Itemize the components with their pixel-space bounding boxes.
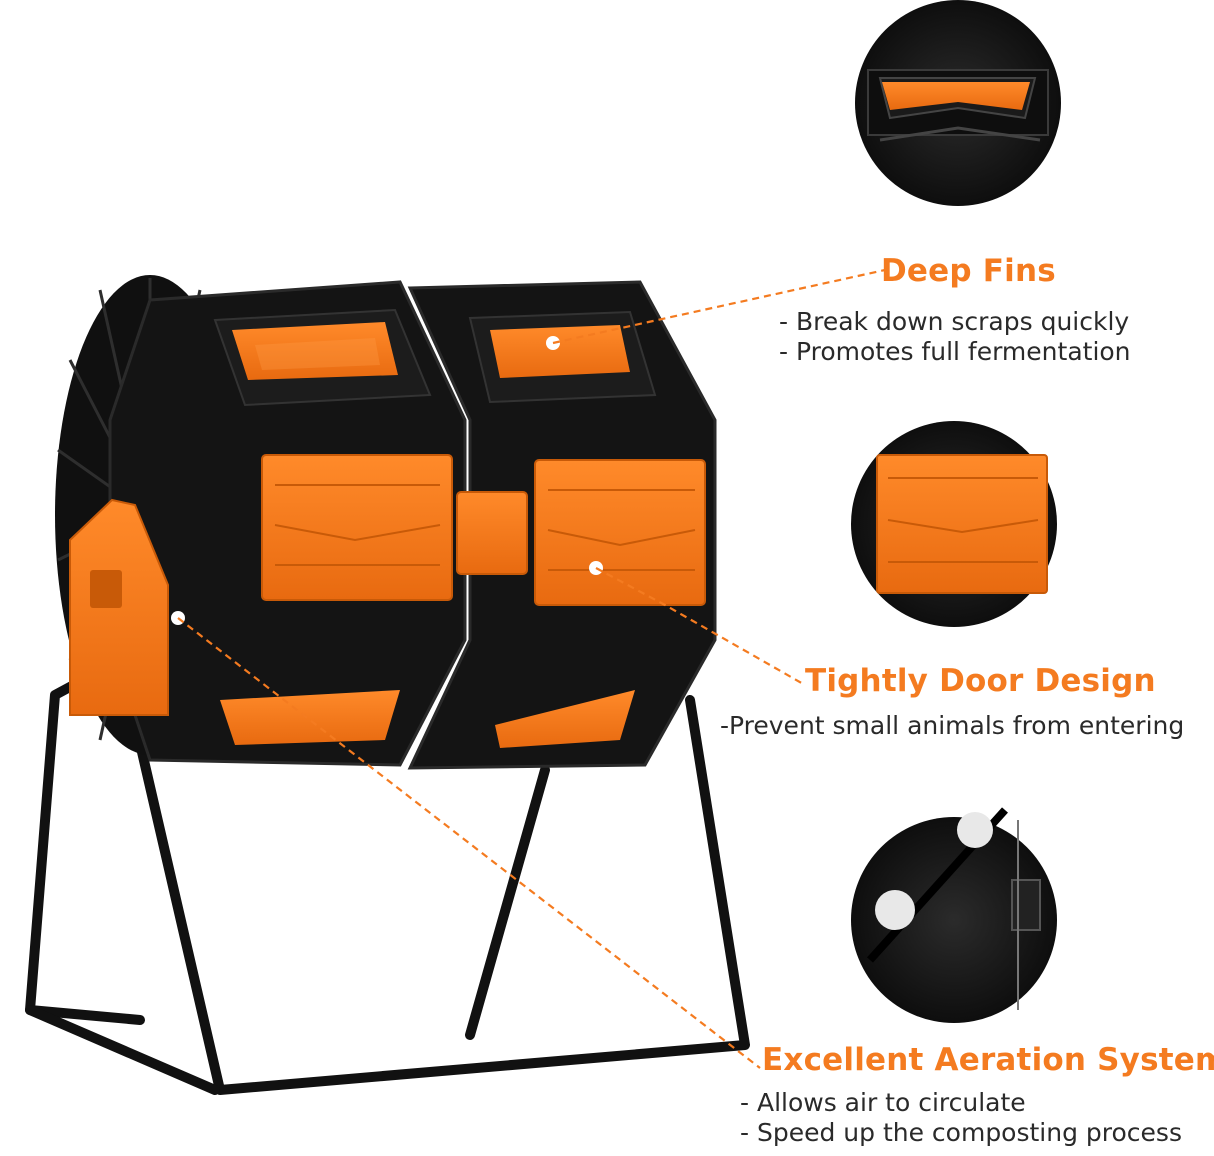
- center-latch: [456, 491, 528, 575]
- feature-line: - Allows air to circulate: [740, 1088, 1026, 1117]
- aeration-closeup-icon: [851, 807, 1057, 1023]
- side-bracket: [69, 498, 169, 716]
- feature-deep-fins: Deep Fins - Break down scraps quickly - …: [779, 253, 1131, 367]
- feature-line: - Break down scraps quickly: [779, 307, 1130, 336]
- deep-fins-closeup-icon: [855, 0, 1061, 206]
- feature-door-design: Tightly Door Design -Prevent small anima…: [720, 663, 1184, 741]
- feature-aeration: Excellent Aeration System - Allows air t…: [740, 1042, 1214, 1148]
- callout-lines: [177, 268, 886, 1069]
- door-closeup-icon: [851, 421, 1057, 627]
- feature-line: - Promotes full fermentation: [779, 337, 1131, 366]
- barrel-chamber-left: [108, 280, 467, 767]
- feature-title: Deep Fins: [881, 253, 1056, 289]
- feature-line: - Speed up the composting process: [740, 1118, 1182, 1147]
- feature-title: Excellent Aeration System: [762, 1042, 1214, 1078]
- feature-title: Tightly Door Design: [805, 663, 1156, 699]
- barrel-chamber-right: [407, 280, 717, 770]
- feature-line: -Prevent small animals from entering: [720, 711, 1185, 740]
